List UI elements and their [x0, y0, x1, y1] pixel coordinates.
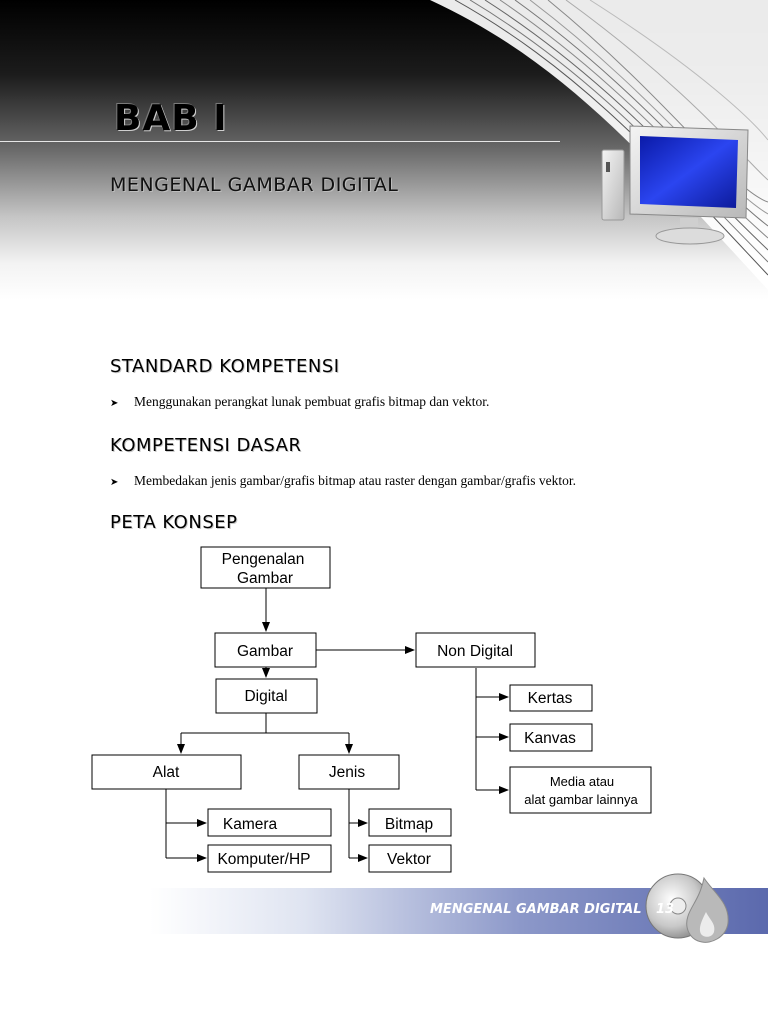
page-number: 13: [656, 902, 675, 917]
label-media-2: alat gambar lainnya: [524, 792, 638, 807]
monitor-icon: [601, 125, 749, 245]
label-kamera: Kamera: [223, 816, 278, 833]
standard-kompetensi-heading: STANDARD KOMPETENSI: [110, 356, 340, 377]
node-media: [509, 766, 652, 814]
node-jenis: [298, 754, 400, 790]
label-kanvas: Kanvas: [524, 730, 576, 747]
arrowhead-bullet-icon: ➤: [110, 398, 119, 409]
node-kertas: [509, 684, 593, 712]
label-jenis: Jenis: [329, 764, 365, 781]
label-non-digital: Non Digital: [437, 643, 513, 660]
standard-kompetensi-item: ➤ Menggunakan perangkat lunak pembuat gra…: [110, 394, 489, 410]
kompetensi-dasar-text: Membedakan jenis gambar/grafis bitmap at…: [134, 473, 576, 488]
label-vektor: Vektor: [387, 851, 431, 868]
label-pengenalan-2: Gambar: [237, 570, 293, 587]
node-komputer: [207, 844, 332, 873]
label-bitmap: Bitmap: [385, 816, 433, 833]
header-divider: [0, 141, 560, 142]
disc-flame-icon: [645, 873, 729, 943]
node-gambar: [214, 632, 317, 668]
label-digital: Digital: [244, 688, 287, 705]
label-komputer: Komputer/HP: [217, 851, 310, 868]
node-alat: [91, 754, 242, 790]
footer-title: MENGENAL GAMBAR DIGITAL: [430, 902, 642, 917]
chapter-title: BAB I: [114, 98, 228, 139]
label-alat: Alat: [153, 764, 180, 781]
arrowhead-bullet-icon: ➤: [110, 477, 119, 488]
node-digital: [215, 678, 318, 714]
label-pengenalan-1: Pengenalan: [222, 551, 305, 568]
label-kertas: Kertas: [528, 690, 573, 707]
peta-konsep-heading: PETA KONSEP: [110, 512, 238, 533]
node-non-digital: [415, 632, 536, 668]
node-bitmap: [368, 808, 452, 837]
kompetensi-dasar-heading: KOMPETENSI DASAR: [110, 435, 302, 456]
node-kanvas: [509, 723, 593, 752]
concept-map-boxes: [91, 546, 652, 873]
standard-kompetensi-text: Menggunakan perangkat lunak pembuat graf…: [134, 394, 490, 409]
node-vektor: [368, 844, 452, 873]
chapter-subtitle: MENGENAL GAMBAR DIGITAL: [110, 174, 399, 196]
node-kamera: [207, 808, 332, 837]
label-gambar: Gambar: [237, 643, 293, 660]
label-media-1: Media atau: [550, 774, 614, 789]
node-pengenalan: [200, 546, 331, 589]
kompetensi-dasar-item: ➤ Membedakan jenis gambar/grafis bitmap a…: [110, 473, 576, 489]
